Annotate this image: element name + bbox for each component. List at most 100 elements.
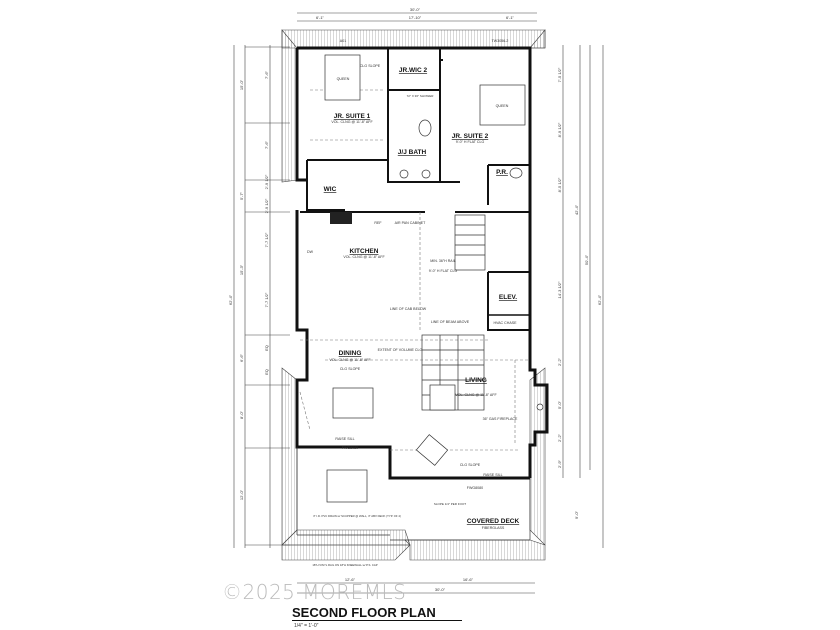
note-dishwasher: DW <box>307 250 314 254</box>
bed-suite-1 <box>324 54 361 101</box>
room-wic: WIC <box>324 186 337 193</box>
dimension-label: 5'-0" <box>557 400 562 409</box>
dimension-label: 6'-1" <box>316 15 325 20</box>
dimension-label: 6'-6" <box>239 353 244 362</box>
dimension-label: EQ <box>264 369 269 375</box>
fireplace <box>536 403 544 411</box>
dimension-label: 62'-4" <box>597 294 602 305</box>
dimension-label: 8'-0" <box>239 410 244 419</box>
dimension-label: 14'-3 1/2" <box>557 281 562 298</box>
room-note: VOL. CLNG @ 11'-8" AFF <box>329 358 371 362</box>
note-door-tag: FWG8080 <box>342 446 358 450</box>
room-elev: ELEV. <box>499 294 517 301</box>
room-note: FIBERGLASS <box>482 526 505 530</box>
note-clg-slope: CLG SLOPE <box>360 64 381 68</box>
room-note: 9'-0" H FLAT CLG <box>456 140 485 144</box>
note-flat-clg: 9'-0" H FLAT CLG <box>429 269 458 273</box>
armchair <box>415 434 449 466</box>
note-fireplace: 36" GAS FIREPLACE <box>483 417 518 421</box>
note-air-pan: AIR PAN CABINET <box>395 221 426 225</box>
dining-table <box>332 387 374 419</box>
dimension-label: 5'-7" <box>239 191 244 200</box>
dimension-label: 7'-5 1/2" <box>557 67 562 82</box>
dimension-label: 9'-0" <box>574 510 579 519</box>
dimension-label: 7'-6" <box>264 140 269 149</box>
bed-suite-2 <box>479 84 526 126</box>
note-refrigerator: REF <box>374 221 382 225</box>
room-labels: JR. SUITE 1 VOL. CLNG @ 11'-8" AFF JR.WI… <box>324 67 520 530</box>
note-clg-slope: CLG SLOPE <box>340 367 361 371</box>
note-raise-sill: RAISE SILL <box>483 473 502 477</box>
room-dining: DINING <box>339 350 362 357</box>
note-min-rail: MIN. 36"H RAIL <box>430 259 455 263</box>
note-rail: 18"H VINYL RAIL ON 18"H KNEEWALL w/ P.S.… <box>312 563 377 567</box>
note-line-of-cab: LINE OF CAB BELOW <box>390 307 427 311</box>
sink <box>399 169 409 179</box>
dimension-label: 50'-4" <box>584 254 589 265</box>
note-deck-slope: SLOPE 1/4" PER FOOT <box>434 502 466 506</box>
exterior-walls <box>295 46 549 541</box>
drawing-scale: 1/4" = 1'-0" <box>294 623 319 629</box>
note-shower: 72" X 36" SHOWER <box>407 94 435 98</box>
dimension-lines <box>233 12 604 594</box>
room-note: VOL. CLNG @ 11'-8" AFF <box>455 393 497 397</box>
dimension-label: 8'-5 1/2" <box>557 177 562 192</box>
dimension-label: 17'-10" <box>409 15 422 20</box>
note-raise-sill: RAISE SILL <box>335 437 354 441</box>
dimension-label: 2'-2" <box>557 433 562 442</box>
ceiling-lines <box>299 89 530 451</box>
dimension-label: 2'-9 1/2" <box>264 198 269 213</box>
sofa <box>429 384 456 411</box>
dimension-label: 16'-6" <box>463 577 474 582</box>
dimension-labels: 30'-0" 6'-1" 17'-10" 6'-1" 12'-6" 16'-6"… <box>228 7 602 592</box>
room-note: VOL. CLNG @ 11'-8" AFF <box>343 255 385 259</box>
watermark: ©2025 MOREMLS <box>222 580 407 604</box>
room-jr-suite-1: JR. SUITE 1 <box>334 113 371 120</box>
note-door-tag: FWG8080 <box>467 486 483 490</box>
dimension-label: 15'-3" <box>239 264 244 275</box>
dimension-label: 30'-0" <box>410 7 421 12</box>
plan-notes: QUEEN QUEEN CLG SLOPE CLG SLOPE CLG SLOP… <box>307 39 518 567</box>
sink <box>421 169 431 179</box>
dimension-label: 7'-7 1/2" <box>264 292 269 307</box>
dimension-label: 30'-0" <box>435 587 446 592</box>
furniture <box>324 54 544 503</box>
room-note: VOL. CLNG @ 11'-8" AFF <box>331 120 373 124</box>
dimension-label: 8'-9 1/2" <box>557 122 562 137</box>
dimension-label: 62'-4" <box>228 294 233 305</box>
room-jr-wic-2: JR.WIC 2 <box>399 67 428 74</box>
roof-hatch <box>281 29 546 561</box>
room-kitchen: KITCHEN <box>350 248 379 255</box>
note-extent-volume: EXTENT OF VOLUME CLG <box>378 348 423 352</box>
room-jr-suite-2: JR. SUITE 2 <box>452 133 489 140</box>
dimension-label: 12'-6" <box>345 577 356 582</box>
cooktop <box>330 212 352 224</box>
drawing-title: SECOND FLOOR PLAN <box>292 606 462 621</box>
dimension-label: 6'-1" <box>506 15 515 20</box>
dimension-label: 2'-9" <box>557 459 562 468</box>
room-hvac-chase: HVAC CHASE <box>493 321 517 325</box>
deck-table <box>326 469 368 503</box>
interior-walls <box>300 48 530 331</box>
note-a01: A01 <box>340 39 346 43</box>
note-queen-bed: QUEEN <box>496 104 509 108</box>
room-pr: P.R. <box>496 169 508 176</box>
note-drain: 3" I.D. PVC DRAIN w/ SCUPPER @ WALL, 3" … <box>313 514 401 518</box>
note-clg-slope: CLG SLOPE <box>460 463 481 467</box>
dimension-label: 12'-0" <box>239 489 244 500</box>
note-line-of-beam: LINE OF BEAM ABOVE <box>431 320 470 324</box>
dimension-label: 2'-2" <box>557 357 562 366</box>
dimension-label: 7'-6" <box>264 70 269 79</box>
note-queen-bed: QUEEN <box>337 77 350 81</box>
note-window-tag: TW3056-2 <box>492 39 509 43</box>
room-living: LIVING <box>465 377 487 384</box>
toilet-pr <box>509 167 523 179</box>
dimension-label: 42'-4" <box>574 204 579 215</box>
room-covered-deck: COVERED DECK <box>467 518 520 525</box>
room-jj-bath: J/J BATH <box>398 149 427 156</box>
toilet <box>418 119 432 137</box>
dimension-label: 7'-7 1/2" <box>264 232 269 247</box>
dimension-label: EQ <box>264 345 269 351</box>
dimension-label: 15'-0" <box>239 79 244 90</box>
